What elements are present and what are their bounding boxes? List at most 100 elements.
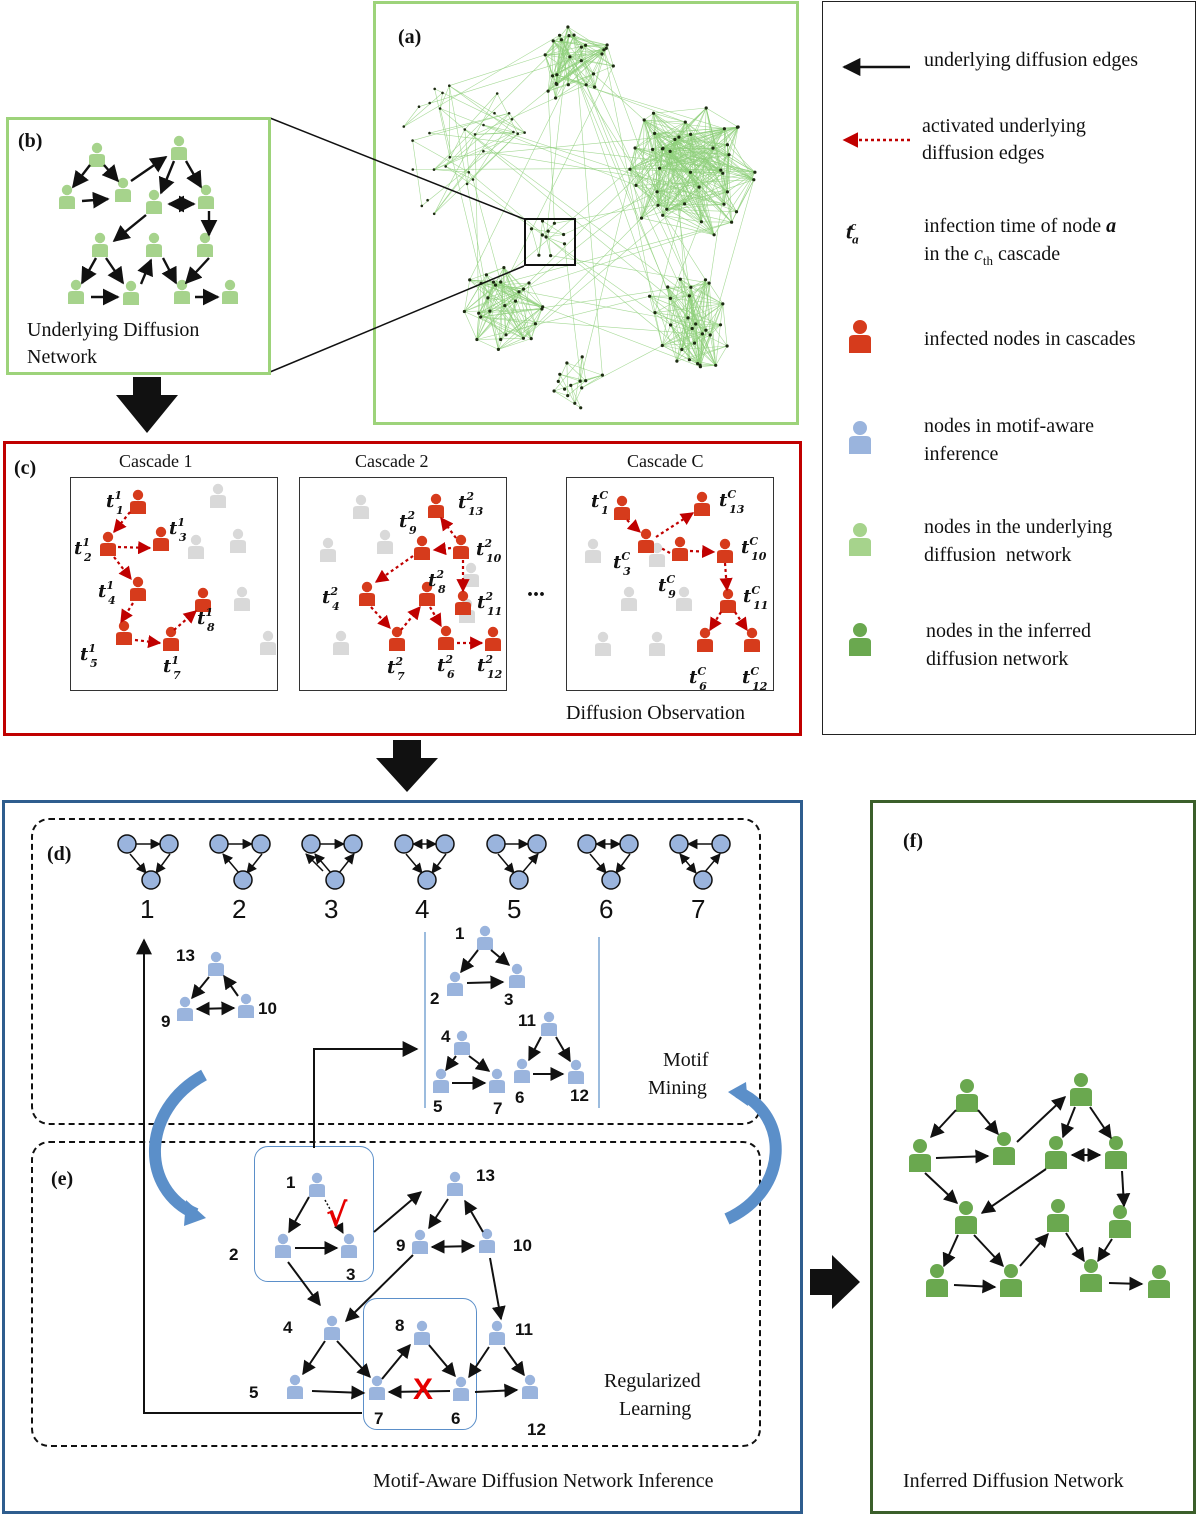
motif-number-2: 2 xyxy=(232,894,247,924)
network-node xyxy=(686,316,690,320)
network-node xyxy=(711,146,715,150)
network-node xyxy=(521,287,526,291)
motif-number-5: 5 xyxy=(507,894,522,924)
network-node xyxy=(584,43,588,47)
network-edges xyxy=(403,26,756,409)
network-node xyxy=(477,311,481,315)
network-node xyxy=(704,106,708,110)
network-node xyxy=(426,198,429,202)
network-node xyxy=(510,118,514,121)
motif-mining-label-1: Motif xyxy=(663,1049,709,1071)
network-node xyxy=(546,229,550,233)
network-node xyxy=(463,128,467,131)
svg-text:13: 13 xyxy=(476,1166,495,1185)
network-node xyxy=(605,43,609,47)
network-node xyxy=(502,266,506,270)
network-node xyxy=(562,242,567,246)
legend-underlying-edges: underlying diffusion edges xyxy=(924,49,1139,71)
inference-footer-label: Motif-Aware Diffusion Network Inference xyxy=(373,1470,714,1492)
network-node xyxy=(516,132,519,135)
svg-text:11: 11 xyxy=(518,1011,536,1030)
motif-library xyxy=(117,834,731,890)
network-node xyxy=(752,178,756,182)
network-node xyxy=(559,38,563,42)
network-node xyxy=(655,190,659,194)
network-node xyxy=(591,72,596,76)
network-nodes xyxy=(402,25,757,410)
network-node xyxy=(668,296,672,300)
legend-frame xyxy=(822,1,1196,735)
network-node xyxy=(753,170,757,174)
network-node xyxy=(467,171,471,174)
panel-b-title-1: Underlying Diffusion xyxy=(27,319,200,341)
network-node xyxy=(507,112,511,115)
legend-motif-nodes-2: inference xyxy=(924,443,999,465)
network-node xyxy=(568,55,572,59)
svg-text:12: 12 xyxy=(527,1420,546,1439)
svg-text:2: 2 xyxy=(430,989,439,1008)
network-node xyxy=(651,147,655,152)
network-node xyxy=(566,25,570,29)
svg-text:8: 8 xyxy=(395,1316,404,1335)
network-node xyxy=(722,202,726,206)
svg-text:1: 1 xyxy=(455,924,464,943)
panel-c-label: (c) xyxy=(14,457,37,479)
network-node xyxy=(719,168,723,172)
panel-d-label: (d) xyxy=(47,843,72,865)
network-node xyxy=(689,132,693,136)
network-node xyxy=(417,105,421,108)
network-node xyxy=(665,207,669,211)
network-node xyxy=(552,389,556,393)
zoom-connectors xyxy=(269,117,525,373)
network-node xyxy=(552,221,556,225)
network-node xyxy=(730,220,734,224)
network-node xyxy=(551,39,555,43)
network-node xyxy=(656,203,660,207)
network-node xyxy=(727,153,731,157)
network-node xyxy=(433,87,436,91)
regularized-learning-label-1: Regularized xyxy=(604,1370,701,1392)
network-node xyxy=(482,123,485,127)
svg-text:10: 10 xyxy=(258,999,277,1018)
network-node xyxy=(496,347,500,351)
network-node xyxy=(448,84,451,87)
network-node xyxy=(554,96,558,100)
network-node xyxy=(537,253,541,257)
network-node xyxy=(428,131,431,135)
cascade-c-box xyxy=(566,477,774,691)
network-node xyxy=(544,235,548,239)
network-node xyxy=(712,233,716,237)
network-node xyxy=(569,383,573,387)
network-node xyxy=(499,337,503,342)
network-node xyxy=(555,82,559,86)
motif-inference-frame xyxy=(2,800,803,1514)
svg-text:5: 5 xyxy=(433,1097,442,1116)
network-node xyxy=(555,73,559,77)
legend-activated-1: activated underlying xyxy=(922,115,1086,137)
network-node xyxy=(543,53,547,57)
network-node xyxy=(546,89,550,93)
network-node xyxy=(566,394,570,398)
network-node xyxy=(604,46,608,50)
network-node xyxy=(523,131,526,134)
cascade-1-title: Cascade 1 xyxy=(119,451,193,471)
network-node xyxy=(573,401,577,405)
panel-b-label: (b) xyxy=(18,130,43,152)
svg-text:9: 9 xyxy=(396,1236,405,1255)
network-node xyxy=(600,373,604,377)
network-node xyxy=(529,337,533,341)
network-node xyxy=(529,227,534,231)
panel-b-title-2: Network xyxy=(27,346,97,368)
network-node xyxy=(687,358,691,362)
network-node xyxy=(441,91,444,95)
network-node xyxy=(563,387,567,391)
network-node xyxy=(690,326,694,331)
network-node xyxy=(486,296,490,300)
diffusion-observation-label: Diffusion Observation xyxy=(566,702,746,724)
network-node xyxy=(699,220,703,224)
motif-number-4: 4 xyxy=(415,894,430,924)
network-node xyxy=(680,347,684,352)
network-node xyxy=(580,386,584,390)
network-node xyxy=(579,406,583,410)
network-node xyxy=(512,130,515,134)
